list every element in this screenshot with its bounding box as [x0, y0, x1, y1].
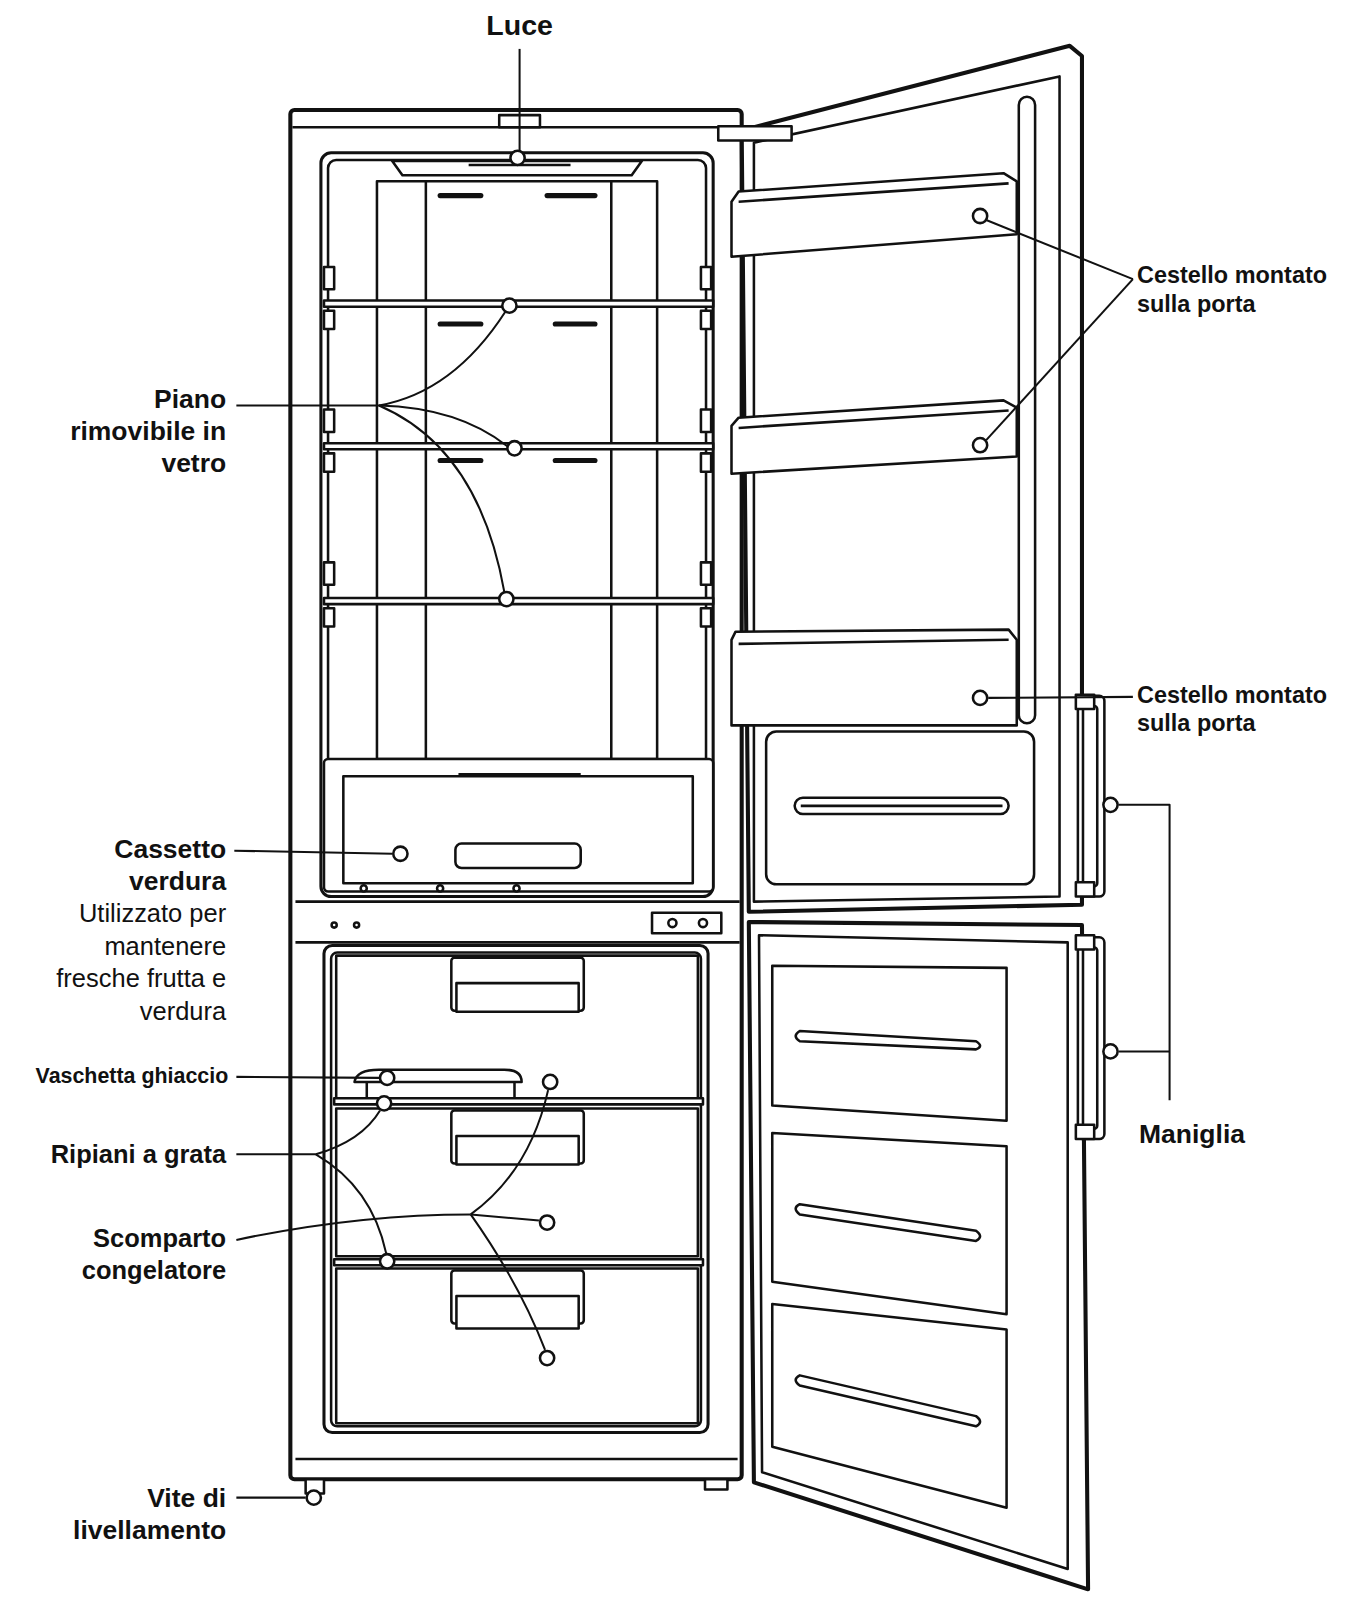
glass-shelf-label: Piano rimovibile in vetro — [69, 383, 226, 480]
handle-label: Maniglia — [1139, 1119, 1282, 1151]
light-label: Luce — [469, 8, 571, 43]
freezer-label: Scomparto congelatore — [43, 1223, 226, 1285]
crisper-label: Cassetto verdura — [82, 833, 227, 898]
door-basket-label: Cestello montato sulla porta — [1137, 261, 1353, 318]
wire-shelf-label: Ripiani a grata — [8, 1139, 226, 1170]
leveling-screw-label: Vite di livellamento — [43, 1482, 226, 1547]
ice-tray-label: Vaschetta ghiaccio — [6, 1063, 228, 1089]
crisper-note: Utilizzato per mantenere fresche frutta … — [18, 897, 226, 1027]
door-basket-label: Cestello montato sulla porta — [1137, 681, 1353, 738]
